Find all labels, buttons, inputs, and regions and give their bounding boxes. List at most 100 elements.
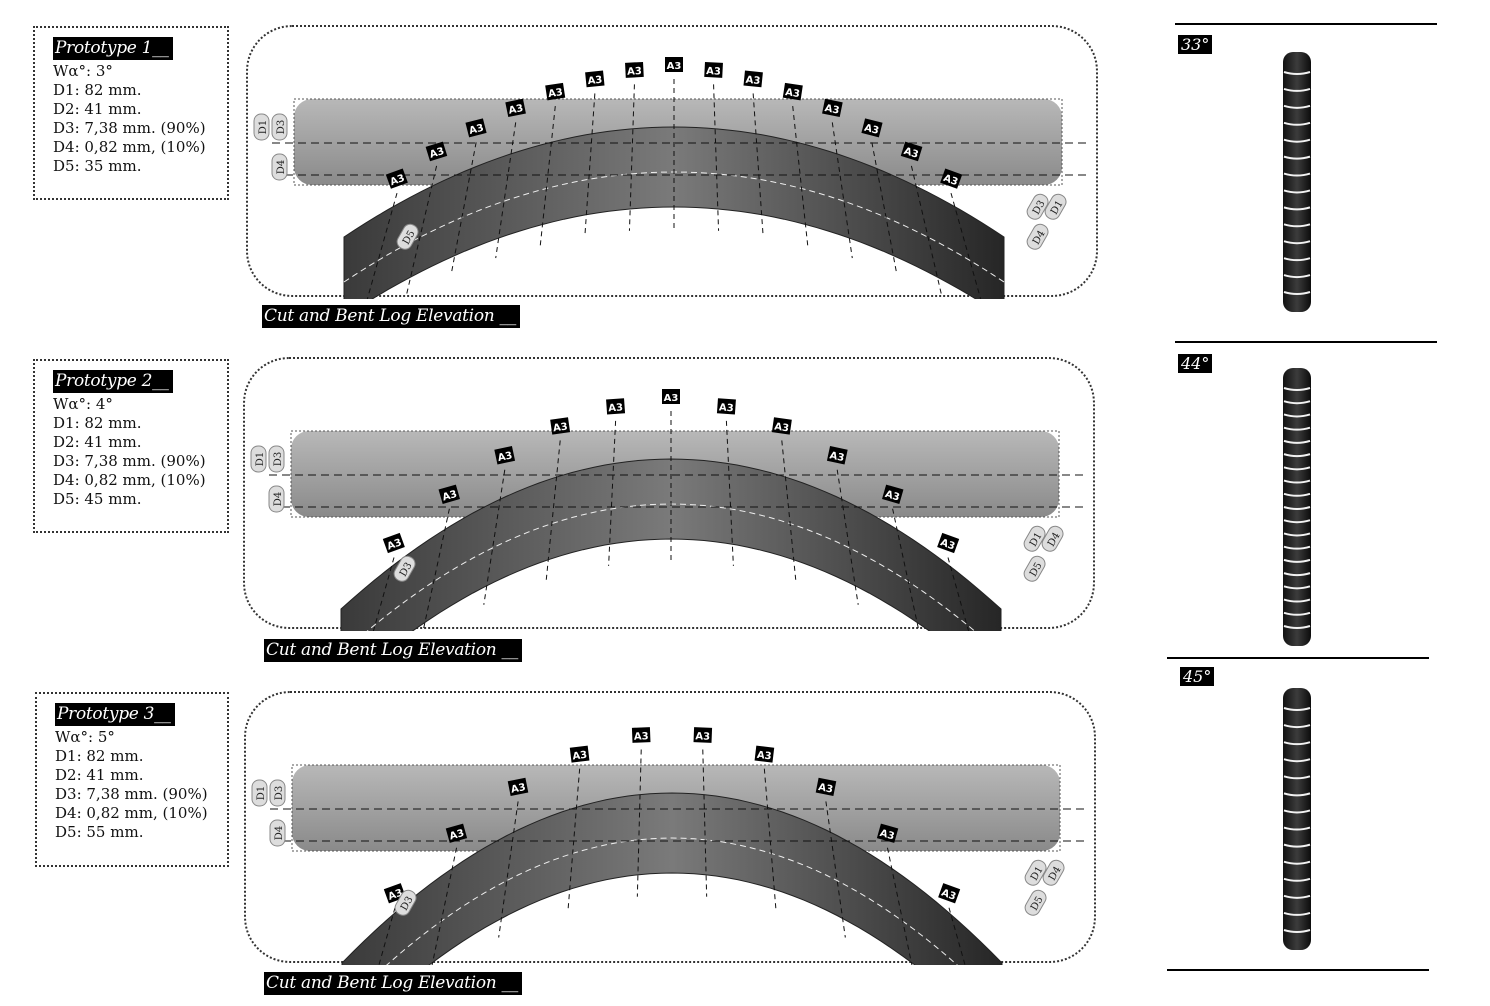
dimension-label: D4 — [269, 819, 286, 847]
dimension-pill — [396, 223, 419, 250]
prototype-2-caption: Cut and Bent Log Elevation __ — [264, 639, 522, 662]
a3-tag-box — [826, 446, 848, 465]
a3-tag-label: A3 — [884, 489, 901, 504]
dimension-pill — [253, 113, 270, 141]
kerf-line — [608, 420, 617, 566]
a3-tag: A3 — [665, 57, 683, 72]
a3-tag-box — [631, 727, 651, 743]
kerf-ring — [1283, 439, 1311, 444]
a3-tag-label: A3 — [389, 173, 407, 188]
kerf-ring — [1283, 724, 1311, 729]
a3-tag: A3 — [425, 141, 448, 162]
kerf-line — [763, 768, 777, 911]
a3-tag-box — [771, 417, 792, 435]
a3-tag-label: A3 — [940, 887, 958, 902]
kerf-line — [752, 93, 764, 237]
log-photo-44 — [1283, 368, 1311, 646]
kerf-line — [871, 142, 898, 275]
a3-tag-label: A3 — [608, 402, 623, 414]
spec-line: Wα°: 5° — [55, 728, 115, 746]
dimension-text: D1 — [258, 120, 269, 134]
dimension-text: D4 — [276, 160, 287, 174]
a3-tag-box — [665, 57, 683, 72]
dimension-pill — [1026, 193, 1049, 220]
dimension-label: D4 — [1041, 525, 1064, 552]
a3-tag: A3 — [550, 417, 571, 435]
a3-tag-box — [545, 82, 566, 101]
angle-label-45: 45° — [1180, 667, 1215, 686]
divider-line — [1175, 341, 1437, 343]
dimension-pill — [269, 819, 286, 847]
a3-tag: A3 — [782, 82, 803, 101]
a3-tag-label: A3 — [774, 421, 790, 434]
kerf-ring — [1283, 519, 1311, 524]
a3-tag: A3 — [385, 168, 408, 189]
kerf-line — [892, 508, 920, 631]
spec-line: Wα°: 3° — [53, 62, 113, 80]
a3-tag-box — [882, 484, 904, 504]
dimension-pill — [1026, 223, 1049, 250]
dimension-pill — [1042, 859, 1065, 886]
log-rod — [1283, 368, 1311, 646]
spec-line: D3: 7,38 mm. (90%) — [53, 119, 206, 137]
prototype-1-caption: Cut and Bent Log Elevation __ — [262, 305, 520, 328]
kerf-ring — [1283, 558, 1311, 563]
a3-tag-label: A3 — [942, 173, 960, 188]
kerf-ring — [1283, 809, 1311, 814]
dimension-text: D1 — [255, 452, 266, 466]
a3-tag-box — [550, 417, 571, 435]
kerf-ring — [1283, 223, 1311, 228]
a3-tag: A3 — [507, 777, 529, 796]
a3-tag-label: A3 — [863, 123, 880, 137]
a3-tag-label: A3 — [386, 537, 404, 552]
kerf-ring — [1283, 741, 1311, 746]
kerf-ring — [1283, 826, 1311, 831]
spec-line: D5: 45 mm. — [53, 490, 142, 508]
a3-tag: A3 — [662, 389, 680, 404]
a3-tag-label: A3 — [667, 61, 682, 72]
kerf-ring — [1283, 138, 1311, 143]
divider-line — [1167, 969, 1429, 971]
a3-tag: A3 — [940, 168, 963, 189]
dimension-label: D4 — [271, 153, 288, 181]
spec-line: D4: 0,82 mm, (10%) — [53, 471, 206, 489]
kerf-ring — [1283, 860, 1311, 865]
dimension-label: D4 — [268, 485, 285, 513]
a3-tag-label: A3 — [719, 402, 734, 414]
kerf-ring — [1283, 189, 1311, 194]
a3-tag-box — [585, 70, 605, 88]
spec-line: D1: 82 mm. — [53, 81, 142, 99]
a3-tag-label: A3 — [510, 782, 527, 796]
kerf-line — [781, 440, 797, 581]
dimension-label: D1 — [1044, 193, 1067, 220]
a3-tag-box — [716, 398, 736, 415]
dimension-label: D1 — [250, 445, 267, 473]
a3-tag-box — [438, 484, 460, 504]
a3-tag: A3 — [465, 118, 487, 138]
centre-line — [386, 837, 958, 965]
kerf-ring — [1283, 506, 1311, 510]
a3-tag-box — [782, 82, 803, 101]
a3-tag-box — [876, 823, 899, 843]
dimension-pill — [1044, 193, 1067, 220]
bent-log — [340, 458, 1002, 631]
log-photo-33 — [1283, 52, 1311, 312]
dimension-label: D1 — [1023, 525, 1046, 552]
kerf-ring — [1283, 387, 1311, 391]
a3-tag-label: A3 — [468, 123, 485, 137]
a3-tag-box — [937, 532, 960, 554]
dimension-pill — [268, 485, 285, 513]
dimension-text: D3 — [273, 452, 284, 466]
kerf-ring — [1283, 172, 1311, 177]
spec-line: D1: 82 mm. — [55, 747, 144, 765]
dimension-text: D3 — [274, 786, 285, 800]
a3-tag-label: A3 — [756, 750, 772, 763]
kerf-ring — [1283, 572, 1311, 577]
dimension-label: D3 — [268, 445, 285, 473]
dimension-pill — [268, 445, 285, 473]
prototype-3-title: Prototype 3__ — [55, 703, 175, 726]
a3-tag: A3 — [445, 823, 468, 843]
